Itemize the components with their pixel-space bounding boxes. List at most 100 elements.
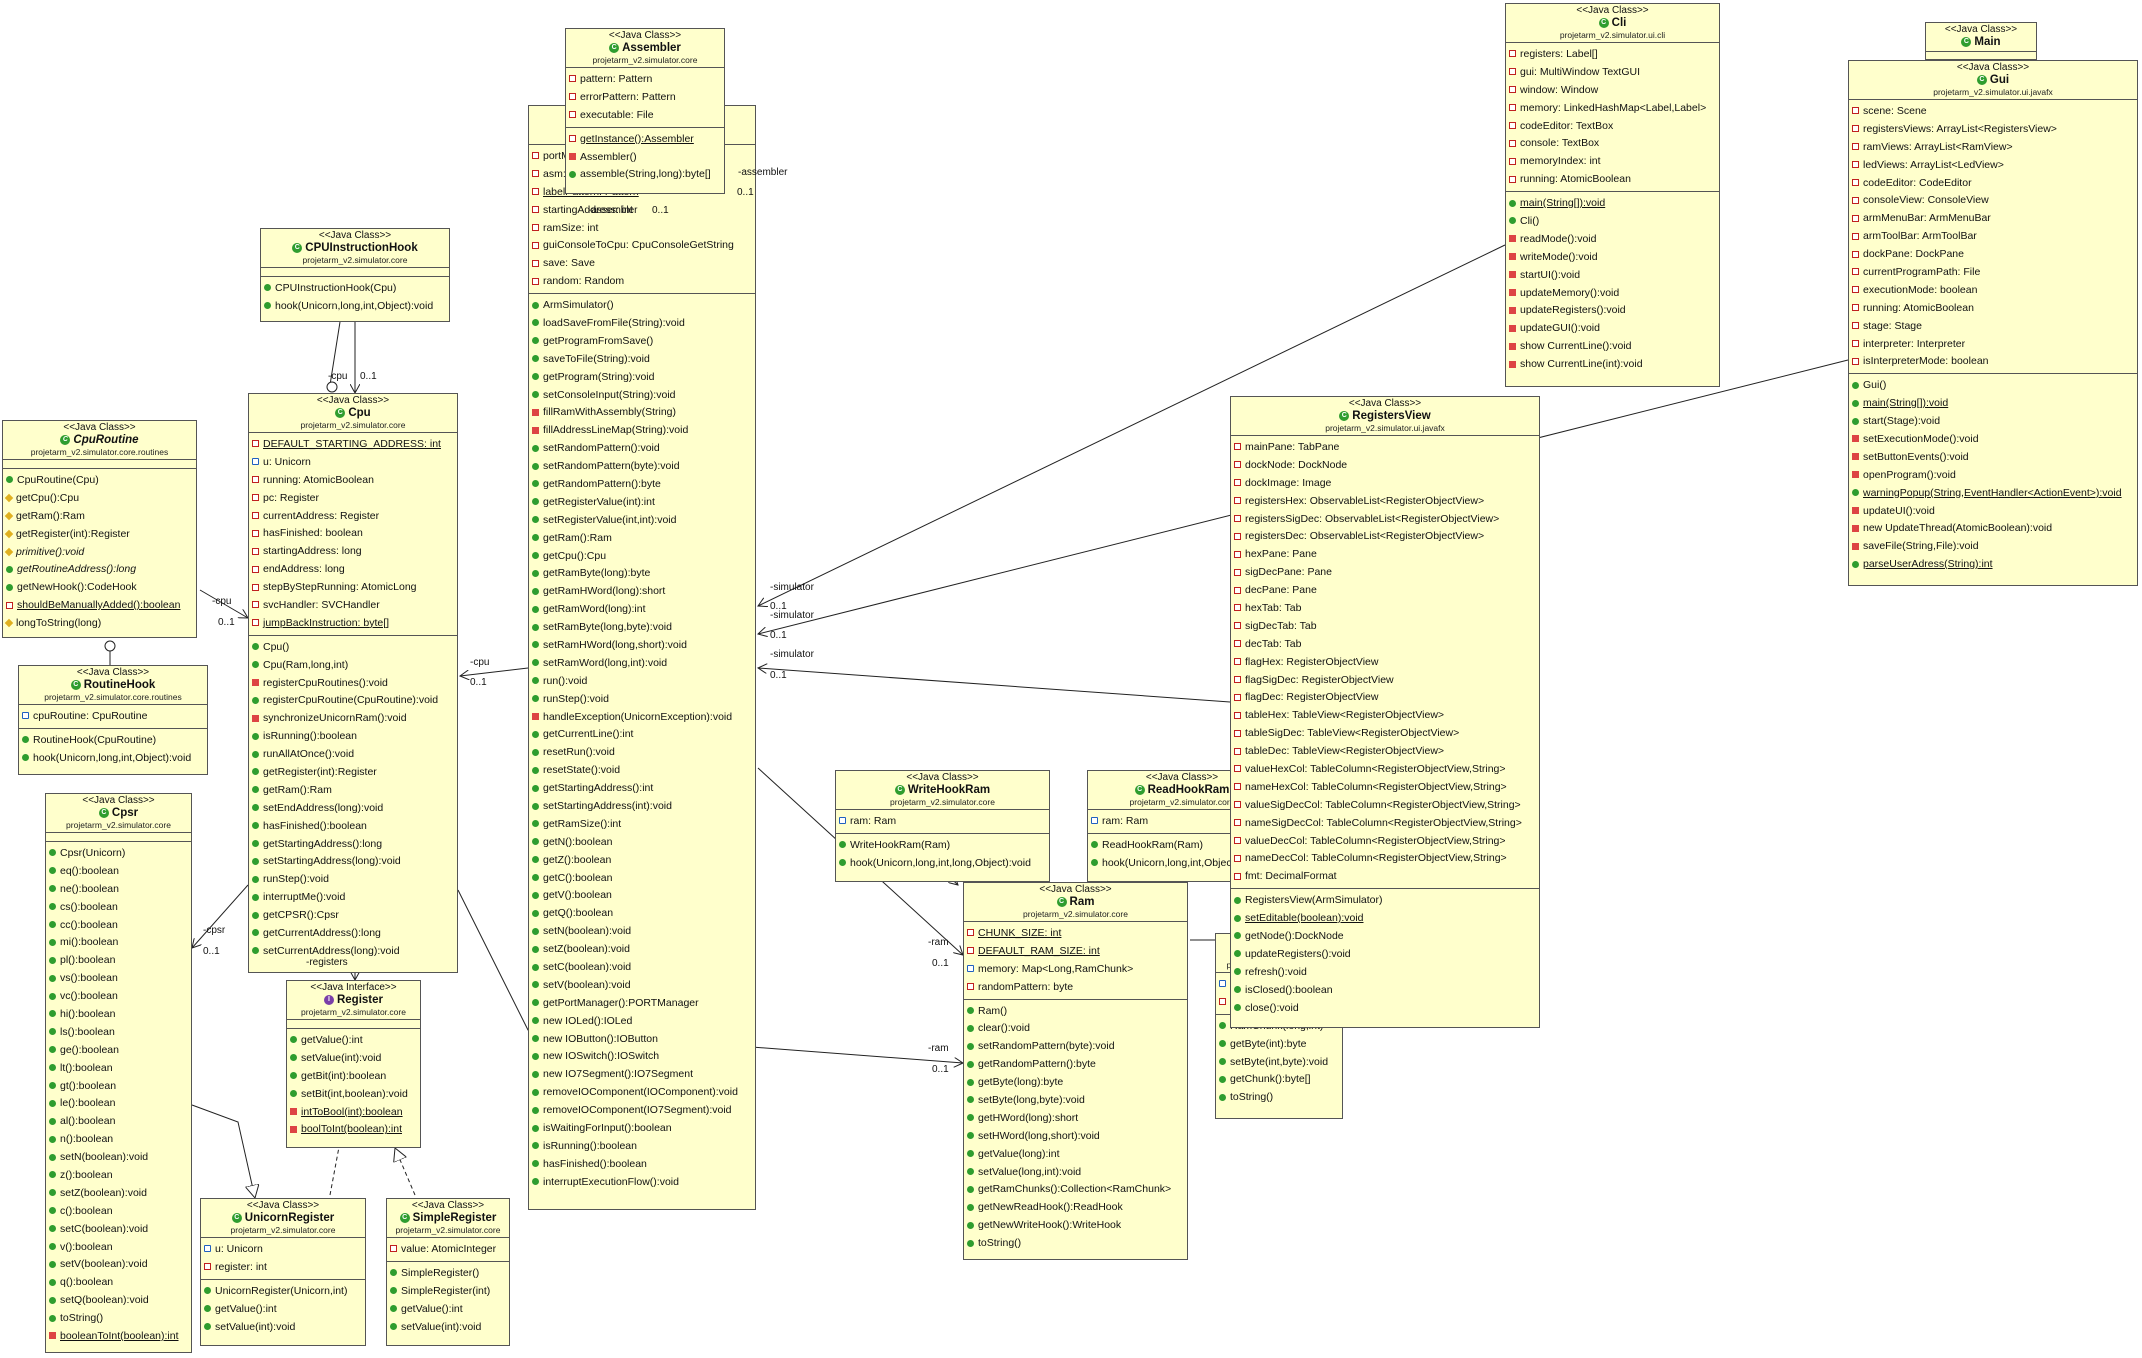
method-row: setV(boolean):void [46, 1255, 191, 1273]
public-method-icon [290, 1036, 297, 1044]
field-row: nameSigDecCol: TableColumn<RegisterObjec… [1231, 814, 1539, 832]
member-text: getZ():boolean [543, 853, 612, 866]
field-row: ledViews: ArrayList<LedView> [1849, 156, 2137, 174]
field-row: stage: Stage [1849, 317, 2137, 335]
interface-icon: I [323, 994, 334, 1005]
method-row: getPortManager():PORTManager [529, 994, 755, 1012]
method-row: startUI():void [1506, 266, 1719, 284]
package-name: projetarm_v2.simulator.ui.javafx [1933, 87, 2053, 97]
method-row: getChunk():byte[] [1216, 1070, 1342, 1088]
private-field-icon [1234, 586, 1241, 594]
member-text: console: TextBox [1520, 137, 1600, 150]
method-row: getCurrentLine():int [529, 726, 755, 744]
field-row: nameHexCol: TableColumn<RegisterObjectVi… [1231, 778, 1539, 796]
class-name-text: ReadHookRam [1147, 784, 1230, 796]
member-text: getQ():boolean [543, 907, 614, 920]
field-row: currentProgramPath: File [1849, 263, 2137, 281]
method-row: getValue():int [201, 1300, 365, 1318]
field-row: tableSigDec: TableView<RegisterObjectVie… [1231, 724, 1539, 742]
role-label: -registers [306, 957, 348, 968]
public-method-icon [264, 302, 271, 310]
method-row: setRamHWord(long,short):void [529, 636, 755, 654]
public-method-icon [967, 1150, 974, 1158]
member-text: run():void [543, 674, 588, 687]
public-method-icon [532, 373, 539, 381]
public-method-icon [532, 516, 539, 524]
class-armsim[interactable]: <<Java Class>>CArmSimulatorprojetarm_v2.… [528, 105, 756, 1210]
method-row: getCPSR():Cpsr [249, 906, 457, 924]
method-row: interruptExecutionFlow():void [529, 1173, 755, 1191]
method-row: setRandomPattern(byte):void [964, 1037, 1187, 1055]
private-field-icon [1234, 497, 1241, 505]
member-text: hook(Unicorn,long,int,Object):void [1102, 856, 1261, 869]
method-row: clear():void [964, 1019, 1187, 1037]
method-row: getHWord(long):short [964, 1109, 1187, 1127]
private-field-icon [1852, 214, 1859, 222]
field-row: fmt: DecimalFormat [1231, 867, 1539, 885]
public-method-icon [967, 1185, 974, 1193]
public-method-icon [49, 956, 56, 964]
member-text: consoleView: ConsoleView [1863, 194, 1989, 207]
constructor-icon [1219, 1022, 1226, 1030]
public-method-icon [967, 1203, 974, 1211]
private-field-icon [1234, 765, 1241, 773]
public-method-icon [49, 1225, 56, 1233]
field-row: random: Random [529, 272, 755, 290]
private-field-icon [1852, 268, 1859, 276]
method-row: parseUserAdress(String):int [1849, 555, 2137, 573]
private-field-icon [1234, 640, 1241, 648]
role-label: -assembler [588, 205, 638, 216]
private-method-icon [1509, 324, 1516, 332]
member-text: registers: Label[] [1520, 47, 1598, 60]
member-text: getRamByte(long):byte [543, 567, 651, 580]
public-method-icon [49, 885, 56, 893]
member-text: pl():boolean [60, 954, 116, 967]
fields-section: cpuRoutine: CpuRoutine [19, 705, 207, 729]
method-row: run():void [529, 672, 755, 690]
field-row: u: Unicorn [201, 1240, 365, 1258]
field-row: running: AtomicBoolean [1506, 170, 1719, 188]
method-row: warningPopup(String,EventHandler<ActionE… [1849, 484, 2137, 502]
member-text: toString() [1230, 1091, 1274, 1104]
member-text: armMenuBar: ArmMenuBar [1863, 212, 1991, 225]
method-row: getQ():boolean [529, 904, 755, 922]
method-row: getRamChunks():Collection<RamChunk> [964, 1180, 1187, 1198]
public-method-icon [532, 569, 539, 577]
method-row: boolToInt(boolean):int [287, 1120, 420, 1138]
method-row: setRamWord(long,int):void [529, 654, 755, 672]
field-row: console: TextBox [1506, 134, 1719, 152]
member-text: setEditable(boolean):void [1245, 912, 1364, 925]
method-row: setV(boolean):void [529, 976, 755, 994]
method-row: Cpsr(Unicorn) [46, 844, 191, 862]
private-field-icon [1852, 196, 1859, 204]
method-row: getRoutineAddress():long [3, 560, 196, 578]
private-field-icon [1234, 658, 1241, 666]
member-text: handleException(UnicornException):void [543, 710, 733, 723]
public-method-icon [252, 893, 259, 901]
private-field-icon [1852, 107, 1859, 115]
private-field-icon [532, 152, 539, 160]
member-text: getRamSize():int [543, 817, 622, 830]
